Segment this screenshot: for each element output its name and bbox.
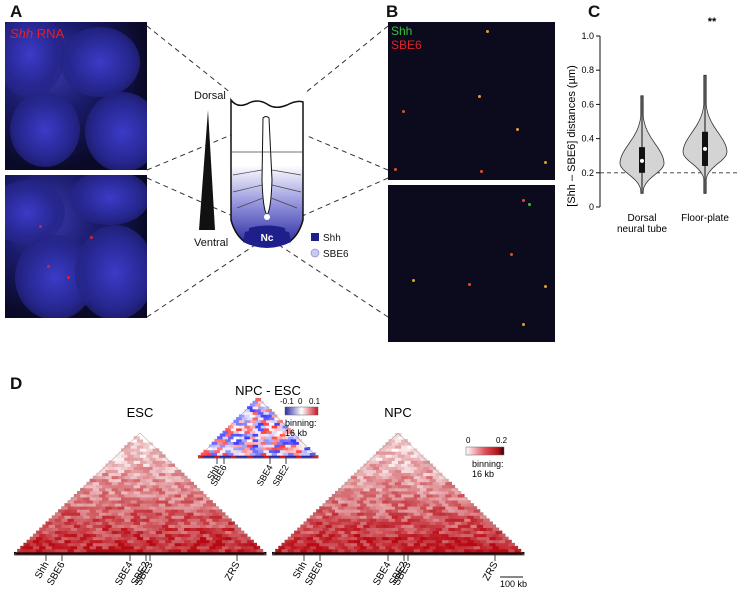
diff-binning-size: 16 kb: [285, 428, 307, 438]
y-tick-label: 0.4: [581, 134, 594, 144]
npc-scale-max: 0.2: [496, 436, 508, 445]
locus-label: ZRS: [223, 560, 243, 583]
chart-ylabel: [Shh – SBE6] distances (µm): [566, 65, 578, 206]
diff-scale-max: 0.1: [309, 397, 321, 406]
panel-b-bottom-image: [388, 185, 555, 342]
y-tick-label: 0: [589, 202, 594, 212]
panel-d-label: D: [10, 374, 23, 393]
schematic-dorsal-label: Dorsal: [194, 90, 226, 102]
npc-title: NPC: [384, 405, 411, 420]
panel-b-top-image: Shh SBE6: [388, 22, 555, 180]
npc-contact-map: [271, 432, 525, 556]
legend-sbe6-label: SBE6: [323, 249, 349, 260]
locus-label: ZRS: [481, 560, 501, 583]
neural-tube-schematic: Nc Dorsal Ventral Shh SBE6: [146, 25, 389, 318]
y-tick-label: 0.8: [581, 65, 594, 75]
violin-median: [640, 158, 644, 163]
diff-scale-min: -0.1: [280, 397, 294, 406]
npc-binning-label: binning:: [472, 459, 504, 469]
x-category-label: Dorsal: [628, 213, 657, 224]
locus-label: SBE2: [271, 463, 291, 488]
schematic-ventral-label: Ventral: [194, 237, 228, 249]
violin-median: [703, 146, 707, 151]
panel-c-label: C: [588, 2, 601, 21]
panel-b-label: B: [386, 2, 399, 21]
npc-binning-size: 16 kb: [472, 469, 494, 479]
esc-contact-map: [13, 432, 267, 556]
y-tick-label: 1.0: [581, 31, 594, 41]
diff-binning-label: binning:: [285, 418, 317, 428]
panel-a-bottom-image: [5, 175, 147, 318]
chart-significance: **: [708, 16, 717, 28]
diff-scale-mid: 0: [298, 397, 303, 406]
schematic-nc-label: Nc: [261, 233, 274, 244]
panel-a-label: A: [10, 2, 23, 21]
x-category-label: neural tube: [617, 224, 667, 235]
shh-rna-label: Shh RNA: [10, 26, 65, 41]
violin-chart: ** [Shh – SBE6] distances (µm) 0 0.2 0.4 0.…: [566, 16, 740, 235]
legend-shh-label: Shh: [323, 233, 341, 244]
panel-a-top-image: Shh RNA: [5, 22, 147, 170]
esc-title: ESC: [127, 405, 154, 420]
npc-scale-min: 0: [466, 436, 471, 445]
scale-bar-label: 100 kb: [500, 579, 527, 589]
y-tick-label: 0.2: [581, 168, 594, 178]
panel-b-sbe6-label: SBE6: [391, 38, 422, 52]
panel-b-shh-label: Shh: [391, 24, 413, 38]
y-tick-label: 0.6: [581, 99, 594, 109]
diff-contact-map: [197, 397, 319, 459]
x-category-label: Floor-plate: [681, 213, 729, 224]
diff-title: NPC - ESC: [235, 383, 301, 398]
hic-panel: ESC NPC NPC - ESC -0.1 0 0.1 binning: 16…: [13, 383, 527, 589]
